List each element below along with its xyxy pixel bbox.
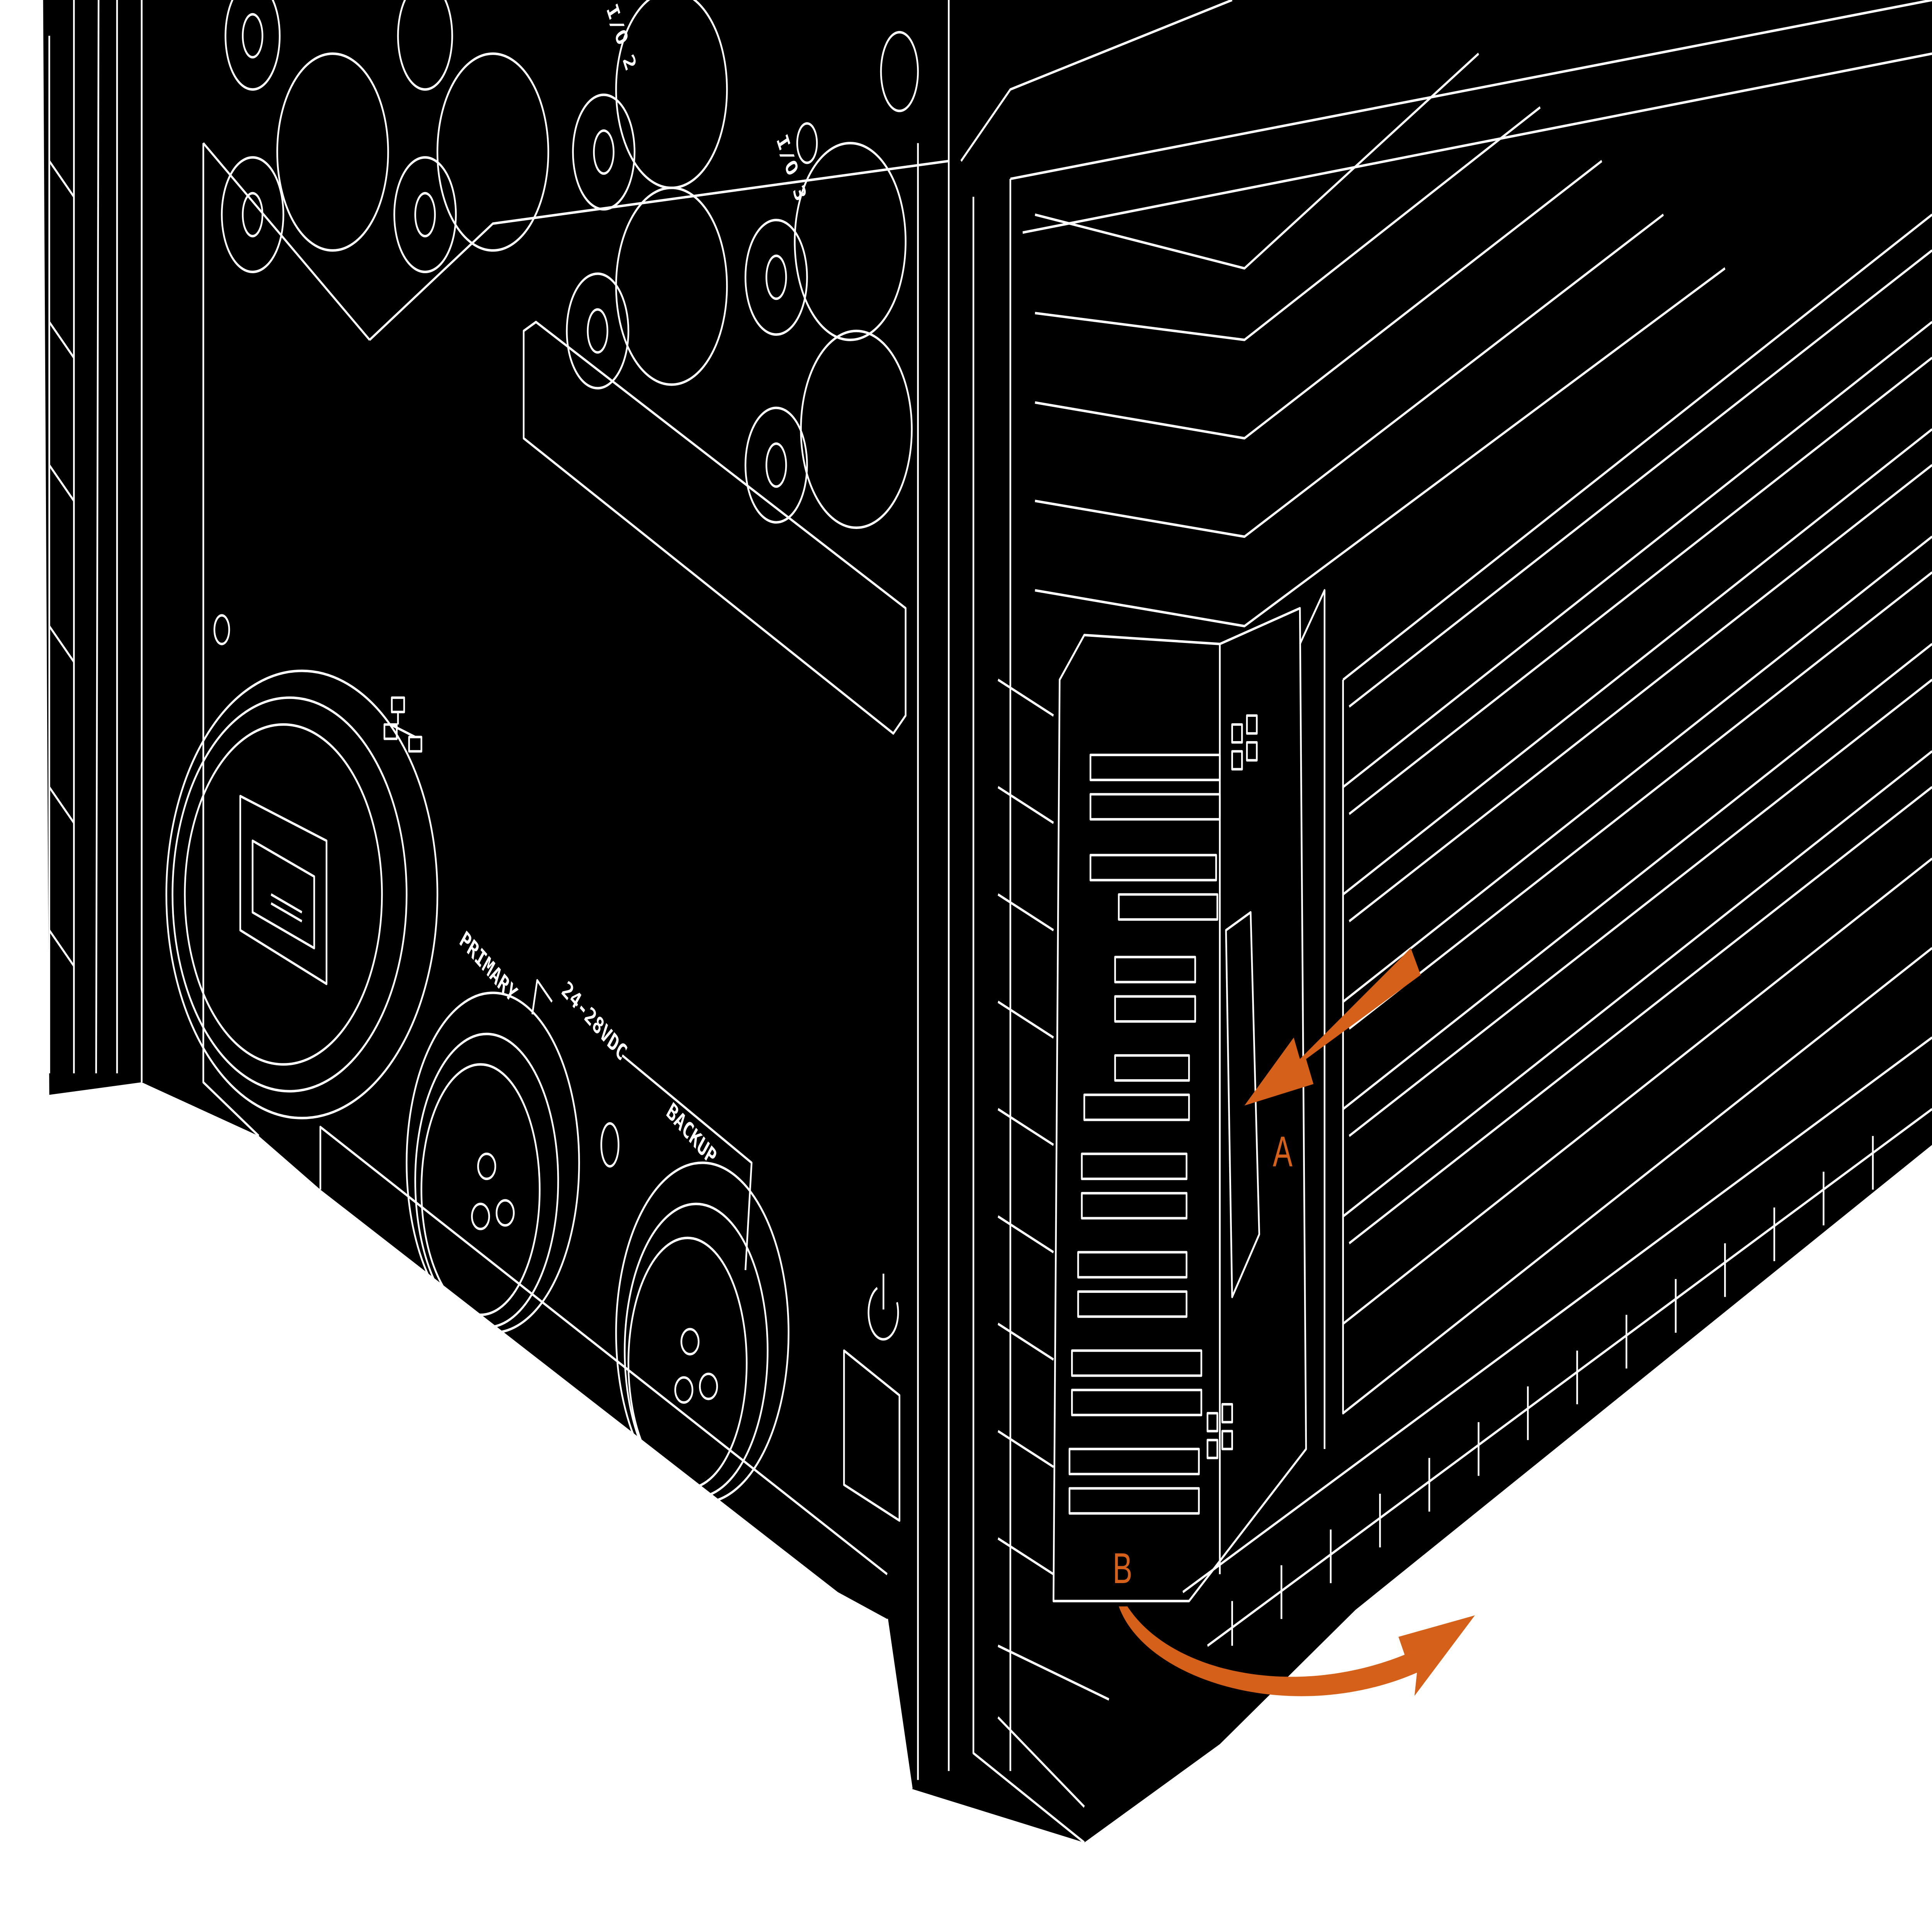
dc-power-connector-icon (615, 1162, 790, 1504)
device-body (43, 0, 1932, 1843)
callout-arrow-b: B (1112, 1545, 1475, 1696)
front-panel (141, 0, 950, 1789)
bnc-connector-icon (221, 0, 919, 529)
power-icon (843, 1274, 901, 1522)
callout-label-a: A (1273, 1128, 1293, 1176)
terminal-rows (1068, 714, 1258, 1515)
heatsink-fins (960, 0, 1932, 1844)
callout-label-b: B (1112, 1545, 1132, 1592)
ethernet-network-icon (383, 696, 422, 753)
dc-power-connector-icon (406, 992, 580, 1334)
rj45-port-icon (239, 794, 328, 985)
callout-arrow-a: A (1244, 948, 1421, 1176)
terminal-block (1053, 589, 1326, 1602)
left-fins (48, 0, 118, 1073)
primary-power-connector (406, 992, 580, 1334)
backup-power-connector (600, 1122, 790, 1504)
ethernet-port (165, 614, 439, 1119)
